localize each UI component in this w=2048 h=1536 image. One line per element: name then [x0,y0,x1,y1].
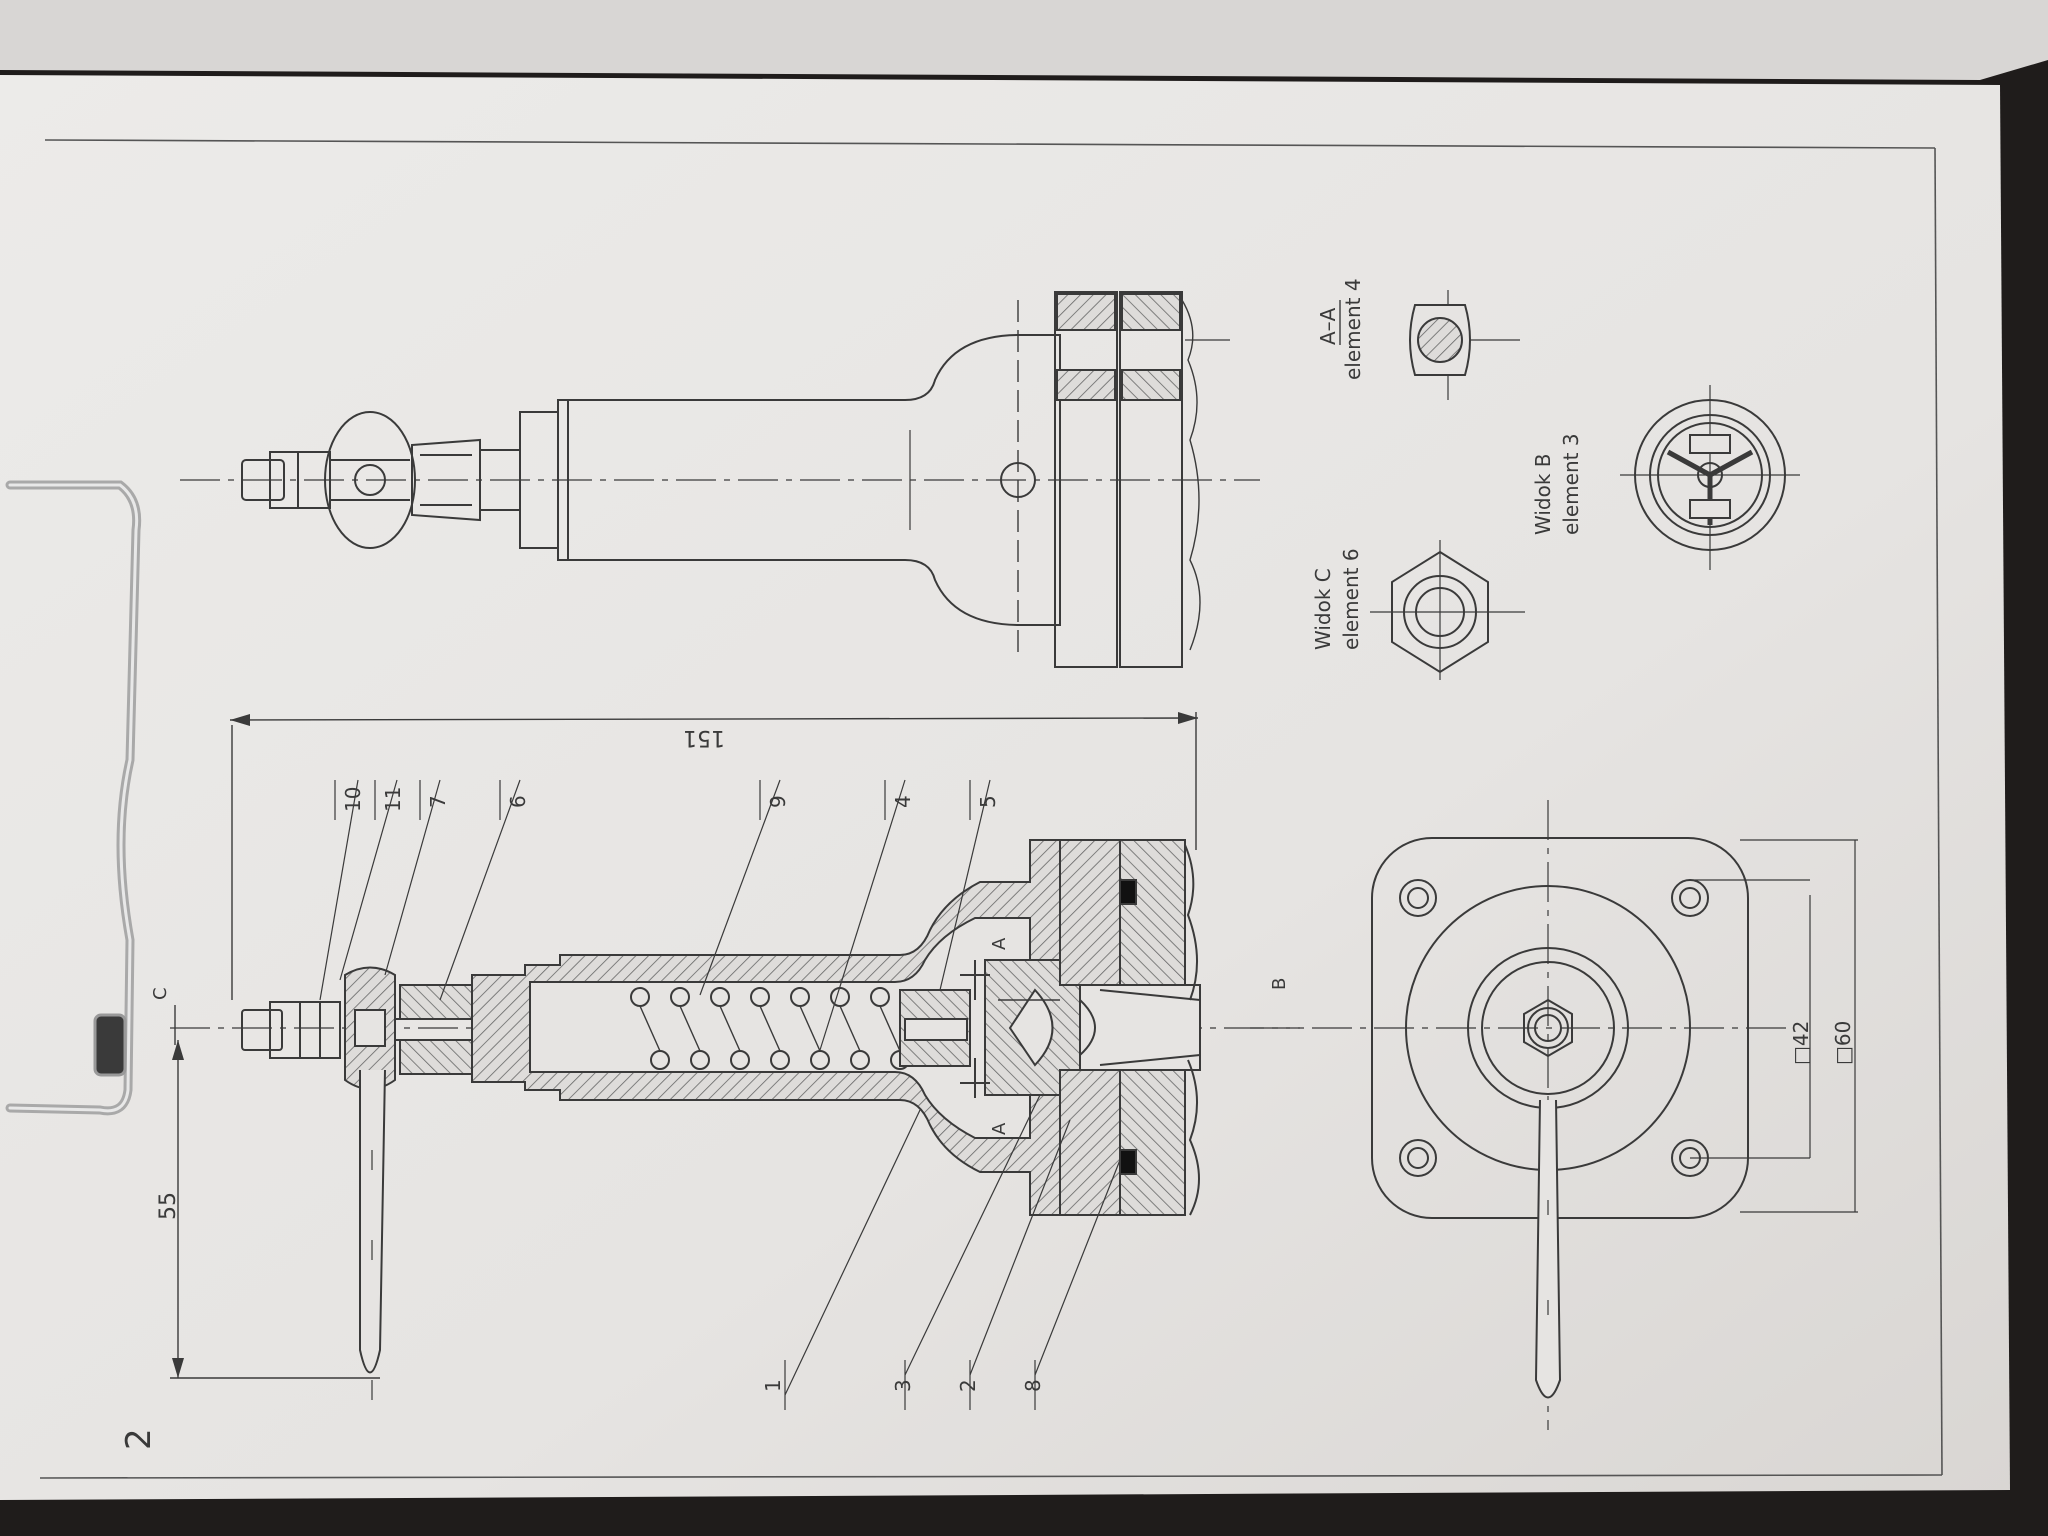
part-label-3: 3 [891,1379,915,1392]
main-section-view [170,839,1300,1400]
view-b-title: Widok B [1531,454,1555,535]
bottom-plan-view [1250,800,1858,1430]
paper-sheet [0,75,2010,1500]
view-b-detail [1620,385,1800,570]
dim-inner-label: □42 [1789,1021,1813,1065]
dimension-151 [229,712,1199,1000]
section-aa-title: A–A [1316,307,1340,345]
part-label-9: 9 [766,795,790,808]
view-b-sub: element 3 [1559,433,1583,535]
dim-total-label: 151 [683,725,725,750]
part-label-6: 6 [506,795,530,808]
part-label-4: 4 [891,795,915,808]
side-external-view [180,291,1260,668]
paper-top-strip [0,0,2048,80]
view-arrow-c: C [150,987,171,1000]
drawing-frame [39,139,1943,1479]
clip-wire [5,480,142,1116]
section-a-right: A [989,937,1010,950]
part-label-11: 11 [381,787,405,812]
dim-outer-label: □60 [1831,1021,1855,1065]
view-c-sub: element 6 [1339,548,1363,650]
part-label-1: 1 [761,1379,785,1392]
view-c-detail [1370,540,1525,680]
leader-lines [319,779,1121,1410]
part-label-7: 7 [426,795,450,808]
section-a-left: A [989,1122,1010,1135]
view-arrow-b: B [1269,978,1290,990]
section-aa-sub: element 4 [1341,278,1365,380]
dim-handle-label: 55 [156,1192,181,1220]
part-label-2: 2 [956,1379,980,1392]
part-label-5: 5 [976,795,1000,808]
dimension-55 [170,1040,380,1379]
view-c-title: Widok C [1311,568,1335,650]
part-label-8: 8 [1021,1379,1045,1392]
part-label-10: 10 [341,787,365,812]
section-aa-detail [1409,290,1520,400]
page-number: 2 [119,1428,159,1450]
